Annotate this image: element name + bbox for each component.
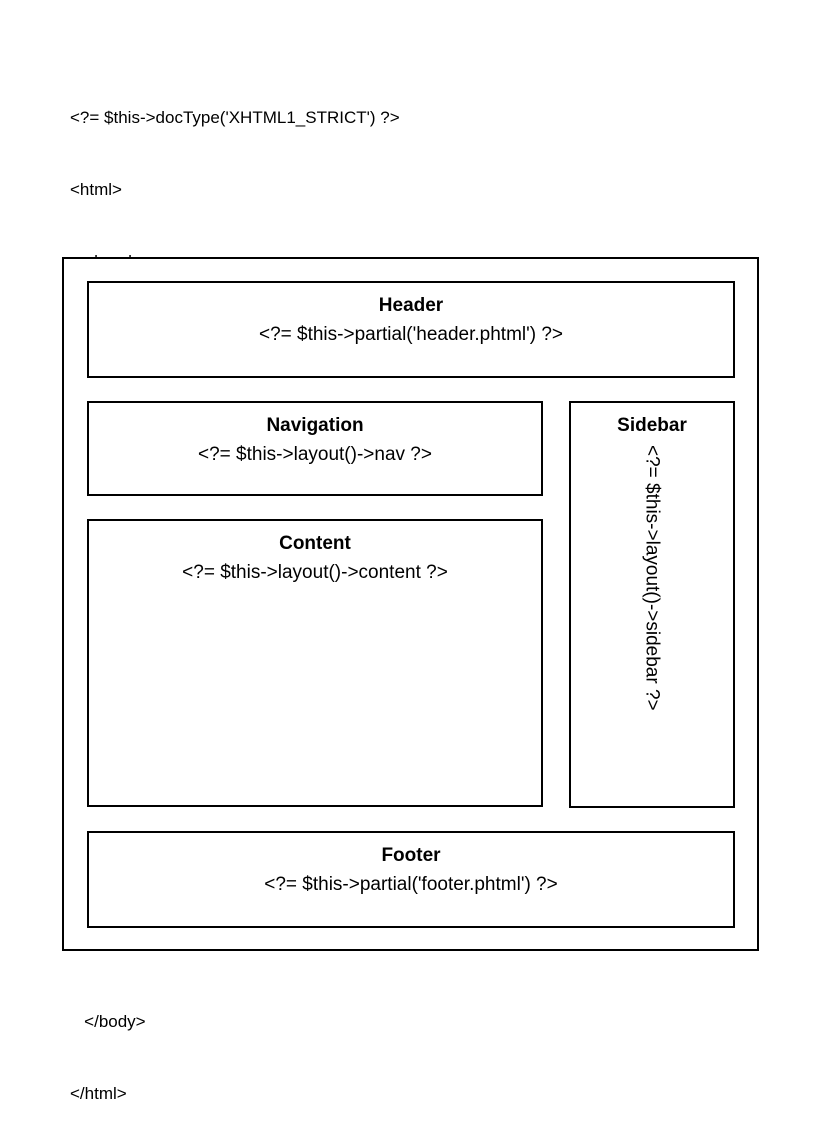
region-header: Header <?= $this->partial('header.phtml'… <box>87 281 735 378</box>
code-line: <?= $this->docType('XHTML1_STRICT') ?> <box>70 108 400 127</box>
region-footer-code: <?= $this->partial('footer.phtml') ?> <box>264 874 558 895</box>
region-content-title: Content <box>279 533 351 554</box>
code-line: <html> <box>70 180 122 199</box>
code-block-bottom: </body> </html> <box>70 962 146 1130</box>
code-line: </html> <box>70 1084 127 1103</box>
region-header-code: <?= $this->partial('header.phtml') ?> <box>258 324 564 345</box>
region-sidebar-code: <?= $this->layout()->sidebar ?> <box>641 445 663 711</box>
code-line: </body> <box>70 1012 146 1031</box>
region-sidebar-code-wrap: <?= $this->layout()->sidebar ?> <box>571 445 733 800</box>
region-content: Content <?= $this->layout()->content ?> <box>87 519 543 807</box>
region-footer: Footer <?= $this->partial('footer.phtml'… <box>87 831 735 928</box>
region-navigation-title: Navigation <box>266 415 364 436</box>
region-sidebar: Sidebar <?= $this->layout()->sidebar ?> <box>569 401 735 808</box>
region-footer-title: Footer <box>381 845 441 866</box>
layout-outer-box: Header <?= $this->partial('header.phtml'… <box>62 257 759 951</box>
region-navigation-code: <?= $this->layout()->nav ?> <box>198 444 432 465</box>
region-sidebar-title: Sidebar <box>617 415 687 436</box>
region-header-title: Header <box>378 295 444 316</box>
region-navigation: Navigation <?= $this->layout()->nav ?> <box>87 401 543 496</box>
region-content-code: <?= $this->layout()->content ?> <box>182 562 448 583</box>
